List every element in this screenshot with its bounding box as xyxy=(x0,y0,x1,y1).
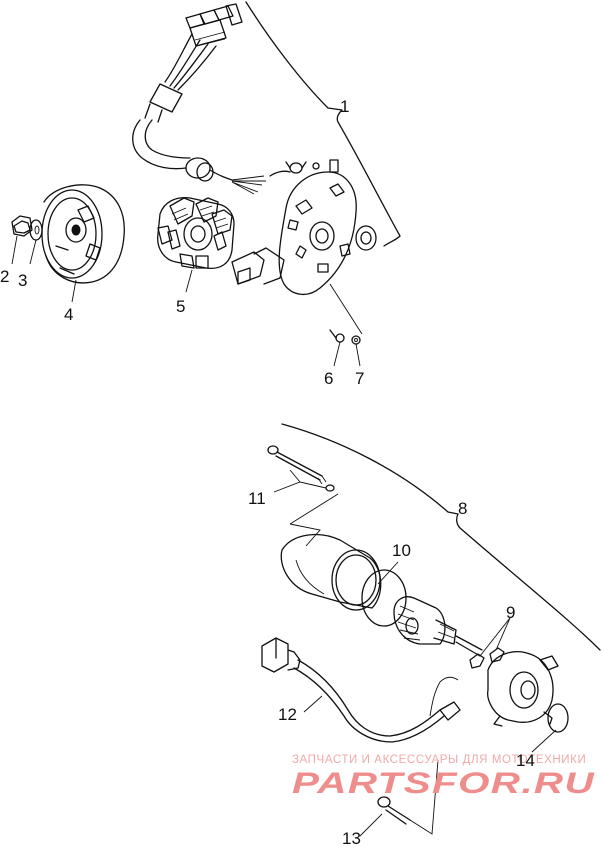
starter-mount-screw xyxy=(377,796,411,825)
screw-guide-line xyxy=(329,283,363,335)
starter-armature xyxy=(393,596,483,657)
callout-7: 7 xyxy=(355,369,364,388)
callout-12: 12 xyxy=(278,705,297,724)
callout-1: 1 xyxy=(340,97,349,116)
wire-cable-tube xyxy=(132,119,266,195)
callout-8: 8 xyxy=(458,499,467,518)
callout-14: 14 xyxy=(516,751,535,770)
watermark-tagline: ЗАПЧАСТИ И АКСЕССУАРЫ ДЛЯ МОТОТЕХНИКИ xyxy=(292,754,586,766)
retainer-clip-screw xyxy=(269,159,339,177)
starter-yoke-housing xyxy=(280,533,382,611)
bolt-reference-line xyxy=(289,493,339,547)
stator-coil xyxy=(157,196,235,270)
brush-springs xyxy=(469,647,505,669)
callout-4: 4 xyxy=(64,305,73,324)
stator-washer xyxy=(351,335,361,345)
starter-end-cover xyxy=(487,651,559,727)
oil-seal xyxy=(355,225,377,251)
callout-10: 10 xyxy=(392,541,411,560)
nut xyxy=(11,215,33,237)
wire-harness-connector xyxy=(144,3,243,123)
callout-2: 2 xyxy=(0,267,9,286)
stator-screw xyxy=(329,329,345,343)
watermark-logo: PARTSFOR.RU xyxy=(292,767,595,800)
callout-9: 9 xyxy=(506,603,515,622)
o-ring-large xyxy=(361,569,407,627)
leader-lines-lower xyxy=(273,469,557,837)
group-1-bracket xyxy=(245,1,401,247)
group-8-bracket xyxy=(281,423,601,651)
screw-alignment-line xyxy=(409,759,439,835)
callout-13: 13 xyxy=(342,829,361,846)
flywheel-rotor xyxy=(41,184,125,284)
starter-cable xyxy=(261,637,461,743)
leader-lines-upper xyxy=(11,235,361,367)
through-bolts xyxy=(267,445,335,492)
callout-5: 5 xyxy=(176,297,185,316)
callout-3: 3 xyxy=(18,271,27,290)
stator-base-plate xyxy=(278,171,357,295)
pickup-coil xyxy=(231,247,285,285)
callout-11: 11 xyxy=(248,489,266,508)
o-ring-small xyxy=(547,703,569,733)
callout-6: 6 xyxy=(324,369,333,388)
